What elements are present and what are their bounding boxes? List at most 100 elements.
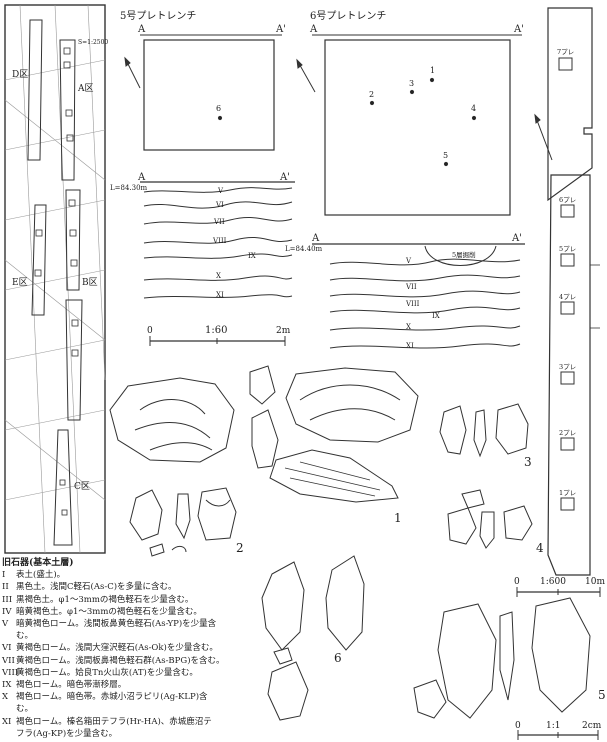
map-grid (4, 4, 106, 554)
stratigraphy-layer-number: IV (2, 606, 12, 617)
section6-mark-a: A (311, 233, 320, 244)
artifact-scale-end: 2cm (582, 721, 602, 731)
stratigraphy-layer-text: 黄褐色ローム。姶良Tn火山灰(AT)を少量含む。 (16, 667, 198, 678)
stratigraphy-layer-number: XI (2, 716, 12, 727)
artifact-number-6: 6 (334, 651, 342, 665)
pretrench-7-label: 7プレ (557, 48, 575, 56)
stratigraphy-layer-text: 褐色ローム。暗色帯。赤城小沼ラピリ(Ag-KLP)含 (16, 692, 208, 703)
trench6-point-2: 2 (369, 90, 375, 99)
stratigraphy-layer-text: 暗黄褐色ローム。浅間板鼻黄色軽石(As-YP)を少量含 (16, 619, 217, 630)
right-north-arrow (534, 114, 553, 161)
trench6-section-profile (312, 243, 525, 349)
trench6-mark-a-prime: A' (513, 24, 524, 35)
pretrench-4-label: 4プレ (559, 293, 577, 301)
trench6-elevation: L=84.40m (285, 245, 323, 253)
stratigraphy-layer-text: 褐色ローム。暗色帯漸移層。 (16, 680, 127, 691)
stratigraphy-layer-number: II (2, 582, 9, 593)
stratigraphy-layer-number: I (2, 570, 6, 581)
section-scale-zero: 0 (147, 326, 153, 336)
pretrench-strip-long (547, 174, 591, 576)
stratigraphy-layer-number (2, 630, 16, 642)
trench6-point-1: 1 (430, 66, 436, 75)
trench5-layer-ix: IX (248, 252, 256, 260)
artifact-number-5: 5 (598, 688, 606, 702)
stratigraphy-layer-number (2, 728, 16, 740)
trench5-layer-vii: VII (214, 218, 225, 226)
stratigraphy-layer-row: X 褐色ローム。暗色帯。赤城小沼ラピリ(Ag-KLP)含 (2, 691, 342, 703)
artifact-5-group (413, 597, 591, 719)
section5-mark-a-prime: A' (279, 172, 290, 183)
trench5-mark-a: A (137, 24, 146, 35)
stratigraphy-layer-row: フラ(Ag-KP)を少量含む。 (2, 728, 342, 740)
artifact-scale-bar (517, 730, 599, 740)
plan-scale-ratio: 1:600 (540, 577, 566, 587)
stratigraphy-layer-row: I 表土(盛土)。 (2, 569, 342, 581)
stratigraphy-layer-text: 褐色ローム。榛名箱田テフラ(Hr-HA)、赤城鹿沼テ (16, 716, 212, 727)
stratigraphy-layer-text: 黒色土。浅間C軽石(As-C)を多量に含む。 (16, 582, 177, 593)
stratigraphy-layer-number: X (2, 692, 9, 703)
stratigraphy-layer-text: 黄褐色ローム。浅間大窪沢軽石(As-Ok)を少量含む。 (16, 643, 218, 654)
pretrench-2-label: 2プレ (559, 429, 577, 437)
stratigraphy-layer-number (2, 703, 16, 715)
trench5-layer-vi: VI (216, 201, 224, 209)
pretrench-squares (560, 204, 575, 511)
trench6-point-4: 4 (471, 104, 477, 113)
trench6-disturbance: 5層掘削 (452, 251, 476, 259)
trench6-layer-ix: IX (432, 312, 440, 320)
trench5-mark-a-prime: A' (275, 24, 286, 35)
stratigraphy-layer-row: IX 褐色ローム。暗色帯漸移層。 (2, 679, 342, 691)
map-zone-a: A区 (78, 84, 94, 94)
trench5-layer-xi: XI (216, 291, 224, 299)
stratigraphy-layer-text: フラ(Ag-KP)を少量含む。 (16, 728, 118, 739)
trench6-point-5: 5 (443, 151, 449, 160)
pretrench-7-square (558, 57, 573, 71)
trench5-layer-x: X (216, 272, 221, 280)
map-zone-d: D区 (12, 70, 29, 80)
trench6-point-3: 3 (409, 79, 415, 88)
map-scale-label: S=1:2500 (78, 39, 109, 46)
artifact-3-group (439, 403, 529, 458)
stratigraphy-layer-row: む。 (2, 703, 342, 715)
artifact-number-1: 1 (394, 511, 402, 525)
trench6-mark-a: A (309, 24, 318, 35)
plan-scale-bar (516, 587, 601, 597)
stratigraphy-layer-text: 表土(盛土)。 (16, 570, 66, 581)
artifact-number-3: 3 (524, 455, 532, 469)
artifact-scale-zero: 0 (515, 721, 521, 731)
stratigraphy-layer-number: VI (2, 643, 12, 654)
trench6-title: 6号プレトレンチ (310, 11, 387, 22)
pretrench-3-label: 3プレ (559, 363, 577, 371)
artifact-number-4: 4 (536, 541, 544, 555)
section-scale-ratio: 1:60 (205, 325, 228, 336)
map-small-squares (34, 47, 79, 516)
pretrench-5-label: 5プレ (559, 245, 577, 253)
artifact-number-2: 2 (236, 541, 244, 555)
trench5-point (217, 115, 223, 121)
stratigraphy-heading: 旧石器(基本土層) (2, 558, 74, 568)
section5-mark-a: A (137, 172, 146, 183)
section-scale-bar (149, 336, 286, 346)
trench5-point-label: 6 (216, 104, 222, 113)
trench6-layer-vii: VII (406, 283, 417, 291)
artifact-2-group (129, 487, 237, 557)
stratigraphy-layer-text: む。 (16, 704, 34, 715)
map-zone-outlines (27, 19, 83, 546)
pretrench-1-label: 1プレ (559, 489, 577, 497)
plan-scale-zero: 0 (514, 577, 520, 587)
trench5-layer-v: V (218, 187, 224, 195)
section-scale-end: 2m (276, 326, 291, 336)
pretrench-strip-top (547, 7, 593, 202)
stratigraphy-layer-row: II 黒色土。浅間C軽石(As-C)を多量に含む。 (2, 581, 342, 593)
map-zone-c: C区 (74, 482, 90, 492)
trench5-title: 5号プレトレンチ (120, 11, 197, 22)
stratigraphy-legend: 旧石器(基本土層) I 表土(盛土)。 II 黒色土。浅間C軽石(As-C)を多量に含… (2, 557, 342, 740)
stratigraphy-layer-number: IX (2, 680, 12, 691)
stratigraphy-layer-number: III (2, 594, 13, 605)
section6-mark-a-prime: A' (511, 233, 522, 244)
plan-scale-end: 10m (585, 577, 605, 587)
